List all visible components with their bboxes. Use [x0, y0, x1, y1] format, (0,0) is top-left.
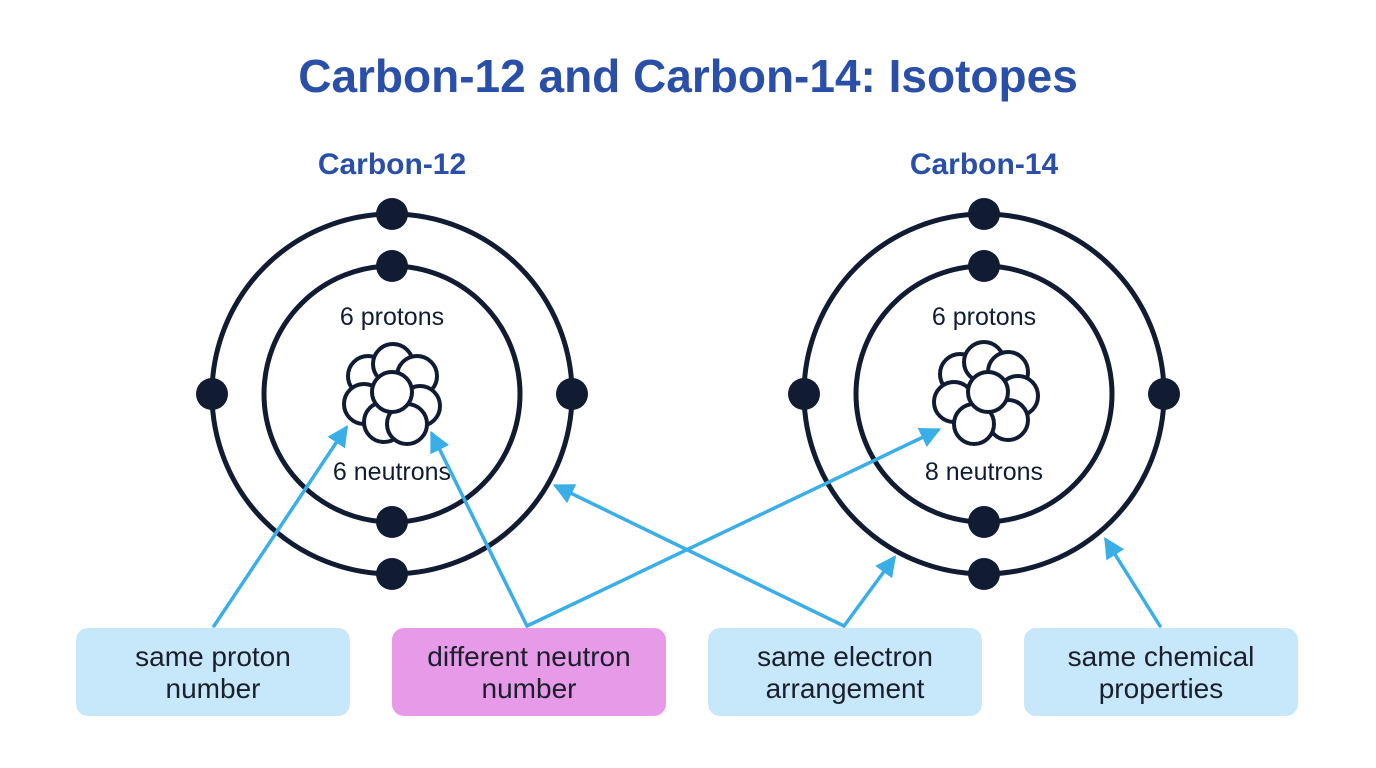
callout-line-1: same chemical — [1068, 641, 1255, 672]
neutrons-label: 6 neutrons — [333, 458, 451, 486]
callout-box — [1024, 628, 1298, 716]
electron — [968, 250, 1000, 282]
arrow-same-electron-c14 — [842, 555, 897, 628]
atom-carbon-14: Carbon-14 6 protons 8 neutrons — [788, 148, 1180, 590]
neutrons-label: 8 neutrons — [925, 458, 1043, 486]
arrow-different-neutron-c14 — [525, 428, 942, 628]
electron — [556, 378, 588, 410]
electron — [376, 250, 408, 282]
callout-line-2: number — [166, 673, 261, 704]
atom-label-carbon-12: Carbon-12 — [318, 148, 466, 181]
arrow-different-neutron-c12 — [430, 430, 529, 628]
nucleus — [932, 340, 1040, 446]
callout-same-chemical-properties: same chemical properties — [1024, 628, 1298, 716]
arrow-same-electron-c12 — [552, 484, 846, 628]
nucleon — [966, 370, 1010, 414]
callout-line-2: number — [482, 673, 577, 704]
callout-different-neutron-number: different neutron number — [392, 628, 666, 716]
protons-label: 6 protons — [340, 303, 444, 331]
callout-box — [708, 628, 982, 716]
electron — [968, 558, 1000, 590]
electron — [376, 558, 408, 590]
callout-line-2: arrangement — [766, 673, 925, 704]
electron — [968, 198, 1000, 230]
callout-line-1: same proton — [135, 641, 291, 672]
electron — [376, 198, 408, 230]
callout-line-2: properties — [1099, 673, 1224, 704]
protons-label: 6 protons — [932, 303, 1036, 331]
callout-line-1: same electron — [757, 641, 933, 672]
page-title: Carbon-12 and Carbon-14: Isotopes — [298, 50, 1078, 102]
atom-label-carbon-14: Carbon-14 — [910, 148, 1059, 181]
electron — [968, 506, 1000, 538]
electron — [376, 506, 408, 538]
callout-line-1: different neutron — [427, 641, 630, 672]
electron — [788, 378, 820, 410]
callout-box — [76, 628, 350, 716]
atom-carbon-12: Carbon-12 6 protons 6 neutrons — [196, 148, 588, 590]
electron — [1148, 378, 1180, 410]
callout-box — [392, 628, 666, 716]
callout-same-electron-arrangement: same electron arrangement — [708, 628, 982, 716]
nucleon — [370, 370, 414, 414]
arrow-same-chemical — [1104, 537, 1162, 628]
callout-same-proton-number: same proton number — [76, 628, 350, 716]
nucleus — [342, 342, 442, 446]
arrow-same-proton — [212, 425, 348, 628]
electron — [196, 378, 228, 410]
arrows — [212, 425, 1162, 628]
